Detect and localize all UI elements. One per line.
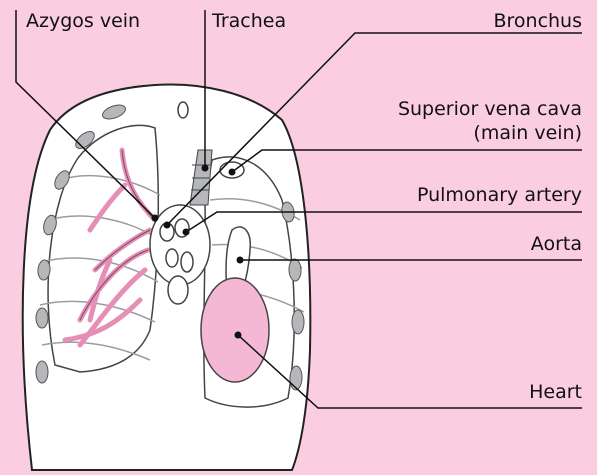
label-trachea: Trachea [211,10,286,32]
label-azygos-vein: Azygos vein [26,10,140,32]
label-superior-vena-cava-line1: Superior vena cava [398,98,582,120]
heart-shape [201,278,269,382]
label-heart: Heart [529,381,582,403]
label-aorta: Aorta [531,233,582,255]
label-bronchus: Bronchus [493,10,582,32]
label-pulmonary-artery: Pulmonary artery [417,184,582,206]
label-superior-vena-cava-line2: (main vein) [473,122,582,144]
